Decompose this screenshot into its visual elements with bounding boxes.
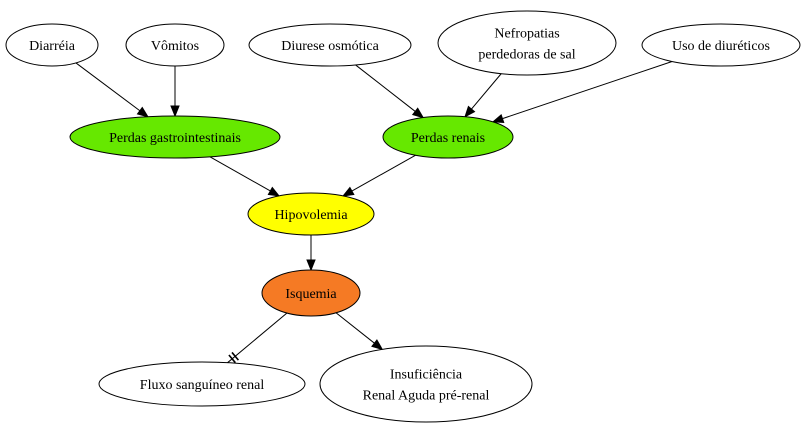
- edge-line: [335, 312, 375, 344]
- node-diarreia-label-0: Diarréia: [29, 39, 76, 54]
- edge-diarreia-to-perdas-gi: [75, 62, 149, 118]
- node-hipovolemia-label-0: Hipovolemia: [274, 208, 348, 223]
- arrowhead-icon: [306, 259, 316, 272]
- node-perdas-renais-label-0: Perdas renais: [411, 131, 485, 146]
- node-diurese-label-0: Diurese osmótica: [281, 39, 379, 54]
- edge-isquemia-to-fluxo: [227, 312, 288, 364]
- arrowhead-icon: [170, 105, 180, 118]
- nodes-layer: Diarréia Vômitos Diurese osmótica Nefropati…: [5, 10, 801, 423]
- arrowhead-icon: [491, 113, 505, 123]
- node-nefropatias: Nefropatias perdedoras de sal: [437, 10, 617, 76]
- node-ira-label-0: Insuficiência: [390, 368, 463, 383]
- node-diarreia-ellipse: [5, 23, 99, 67]
- node-vomitos: Vômitos: [125, 23, 225, 67]
- arrowhead-icon: [371, 339, 384, 351]
- node-diurese-ellipse: [248, 23, 412, 67]
- edge-line: [227, 312, 288, 364]
- node-nefropatias-label-0: Nefropatias: [494, 27, 559, 42]
- arrowhead-icon: [411, 107, 425, 119]
- node-hipovolemia-ellipse: [247, 192, 375, 236]
- edge-line: [75, 62, 141, 112]
- edge-diureticos-to-perdas-renais: [491, 61, 673, 123]
- node-perdas-renais-ellipse: [382, 115, 514, 159]
- edge-perdas-gi-to-hipovolemia: [209, 156, 281, 197]
- edges-layer: [75, 61, 673, 364]
- node-fluxo-ellipse: [98, 361, 306, 407]
- node-ira-ellipse: [319, 345, 533, 423]
- node-diurese: Diurese osmótica: [248, 23, 412, 67]
- node-perdas-renais: Perdas renais: [382, 115, 514, 159]
- node-diureticos: Uso de diuréticos: [641, 23, 801, 67]
- node-diureticos-label-0: Uso de diuréticos: [672, 39, 770, 54]
- node-fluxo-label-0: Fluxo sanguíneo renal: [140, 378, 265, 393]
- edge-line: [351, 154, 416, 192]
- node-perdas-gi-label-0: Perdas gastrointestinais: [109, 131, 241, 146]
- inhibition-bar-icon: [231, 351, 240, 361]
- node-diureticos-ellipse: [641, 23, 801, 67]
- node-isquemia-label-0: Isquemia: [285, 287, 337, 302]
- node-nefropatias-ellipse: [437, 10, 617, 76]
- edge-isquemia-to-ira: [335, 312, 384, 351]
- arrowhead-icon: [341, 186, 355, 197]
- arrowhead-icon: [267, 186, 281, 197]
- node-ira-label-1: Renal Aguda pré-renal: [363, 389, 490, 404]
- edge-perdas-renais-to-hipovolemia: [341, 154, 416, 197]
- node-isquemia: Isquemia: [261, 269, 361, 317]
- node-vomitos-ellipse: [125, 23, 225, 67]
- node-perdas-gi: Perdas gastrointestinais: [69, 115, 281, 159]
- edge-line: [209, 156, 271, 192]
- edge-line: [471, 73, 502, 110]
- node-diarreia: Diarréia: [5, 23, 99, 67]
- arrowhead-icon: [464, 105, 476, 118]
- edge-nefropatias-to-perdas-renais: [464, 73, 502, 118]
- edge-hipovolemia-to-isquemia: [306, 235, 316, 272]
- arrowhead-icon: [136, 106, 149, 118]
- edge-diurese-to-perdas-renais: [355, 64, 425, 119]
- node-fluxo: Fluxo sanguíneo renal: [98, 361, 306, 407]
- node-perdas-gi-ellipse: [69, 115, 281, 159]
- node-vomitos-label-0: Vômitos: [151, 39, 199, 54]
- edge-line: [502, 61, 673, 120]
- node-nefropatias-label-1: perdedoras de sal: [478, 48, 575, 63]
- node-hipovolemia: Hipovolemia: [247, 192, 375, 236]
- edge-line: [355, 64, 416, 112]
- edge-vomitos-to-perdas-gi: [170, 66, 180, 118]
- inhibition-bar-icon: [228, 354, 236, 364]
- node-isquemia-ellipse: [261, 269, 361, 317]
